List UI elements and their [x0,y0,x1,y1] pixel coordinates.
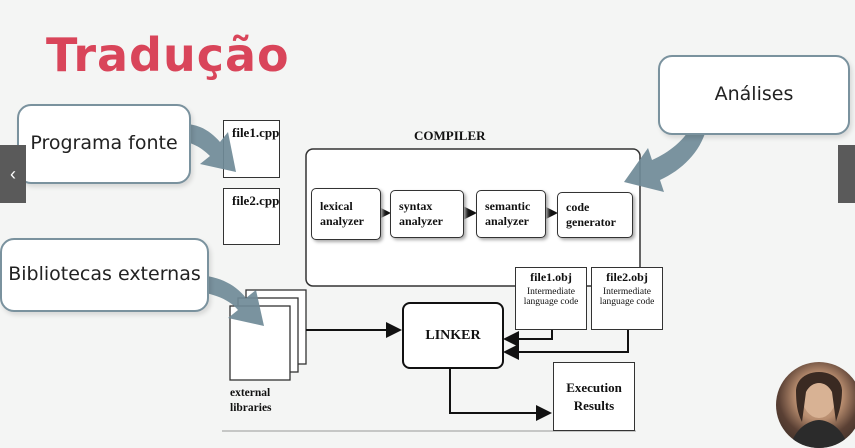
stage-syntax-analyzer: syntax analyzer [390,190,464,238]
object-file-2: file2.obj Intermediate language code [591,267,663,330]
source-file-1: file1.cpp [223,120,280,178]
callout-programa-fonte: Programa fonte [17,104,191,184]
object-file-1-name: file1.obj [530,270,572,284]
stage-code-generator: code generator [557,192,633,238]
execution-results-box: Execution Results [553,362,635,431]
external-libraries-label: external libraries [230,387,272,414]
arrow-to-compiler [624,128,706,192]
next-slide-button[interactable] [838,145,855,203]
source-file-2: file2.cpp [223,188,280,245]
compiler-label: COMPILER [414,128,486,143]
callout-bibliotecas-externas: Bibliotecas externas [0,238,209,312]
presenter-video-icon [790,372,848,448]
chevron-left-icon: ‹ [10,163,16,184]
prev-slide-button[interactable]: ‹ [0,145,26,203]
object-file-1-desc: Intermediate language code [523,287,579,308]
presenter-webcam [776,362,855,448]
object-file-2-desc: Intermediate language code [599,287,655,308]
object-file-2-name: file2.obj [606,270,648,284]
linker-box: LINKER [402,302,504,369]
object-file-1: file1.obj Intermediate language code [515,267,587,330]
slide-title: Tradução [46,28,290,82]
stage-lexical-analyzer: lexical analyzer [311,188,381,240]
callout-analises: Análises [658,55,850,135]
